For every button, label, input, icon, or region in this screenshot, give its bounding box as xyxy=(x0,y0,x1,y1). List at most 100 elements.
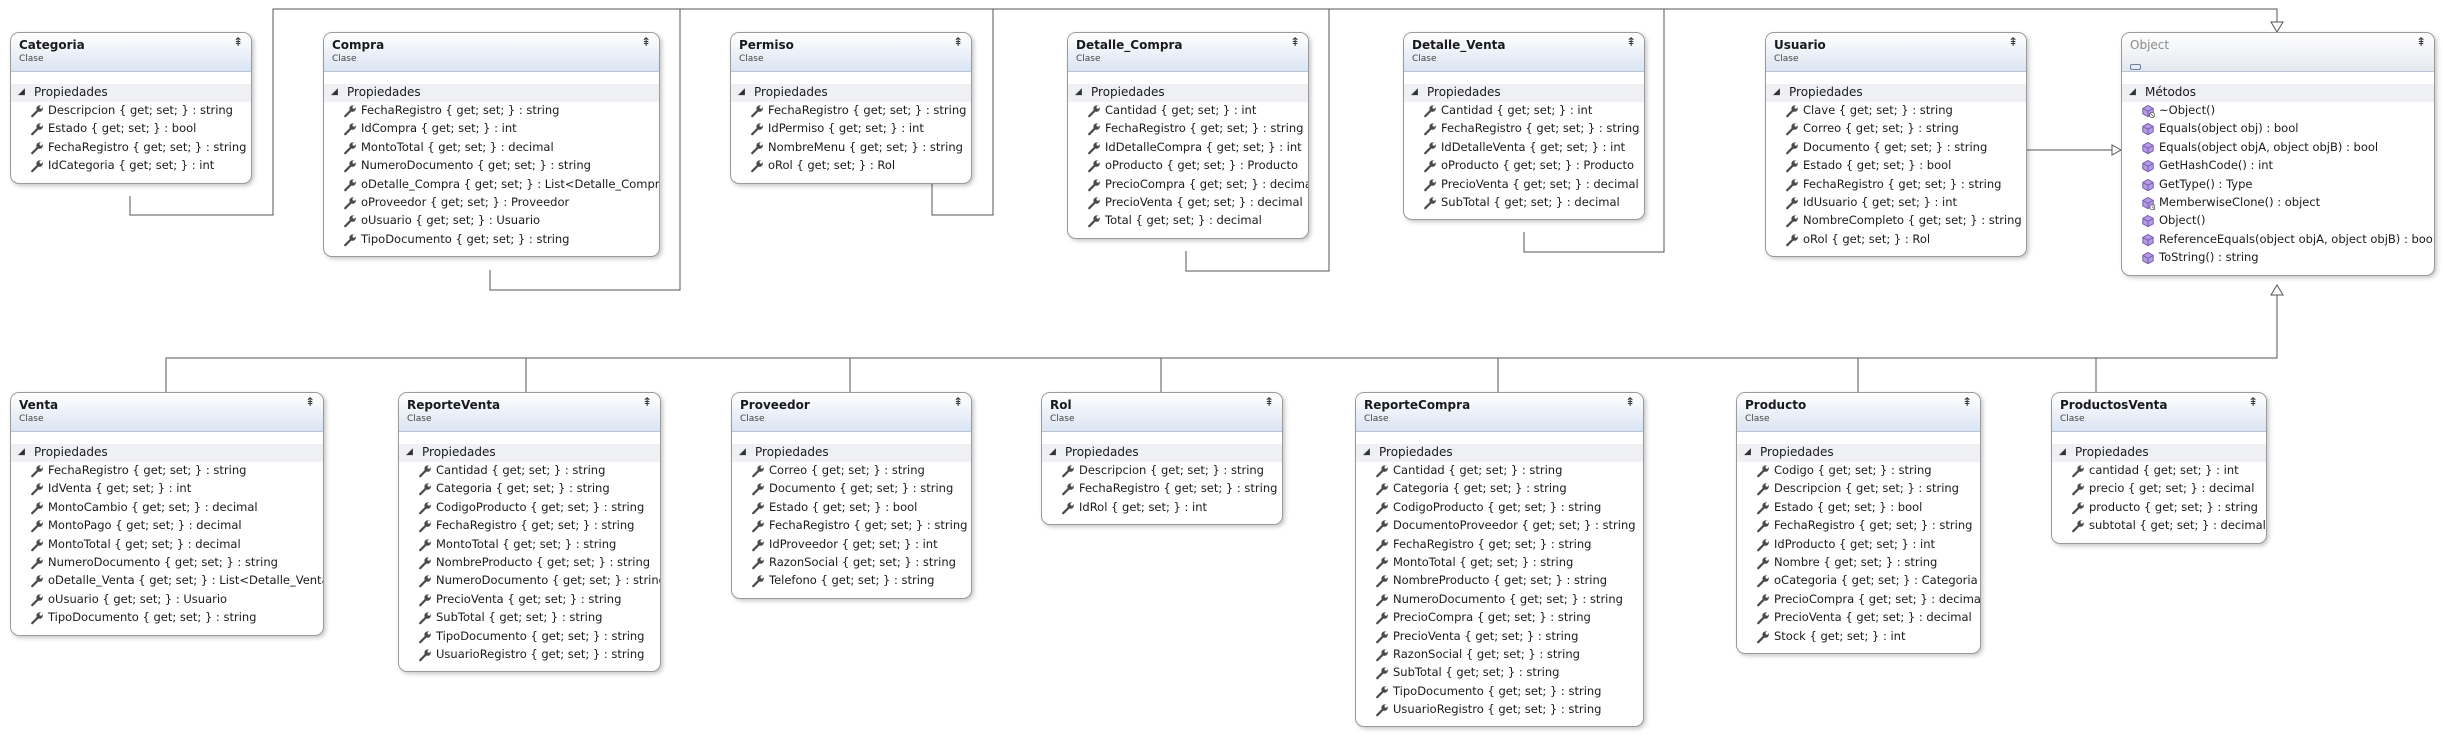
property-row[interactable]: Nombre { get; set; } : string xyxy=(1737,554,1980,572)
properties-section-header[interactable]: ◢Propiedades xyxy=(732,444,971,462)
property-row[interactable]: MontoTotal { get; set; } : string xyxy=(1356,554,1643,572)
section-toggle-icon[interactable]: ◢ xyxy=(2059,447,2066,457)
property-row[interactable]: UsuarioRegistro { get; set; } : string xyxy=(1356,701,1643,719)
property-row[interactable]: CodigoProducto { get; set; } : string xyxy=(399,499,660,517)
method-row[interactable]: Equals(object obj) : bool xyxy=(2122,120,2434,138)
property-row[interactable]: Estado { get; set; } : bool xyxy=(11,120,251,138)
section-toggle-icon[interactable]: ◢ xyxy=(1363,447,1370,457)
property-row[interactable]: IdCompra { get; set; } : int xyxy=(324,120,659,138)
collapse-toggle-icon[interactable]: ⇞ xyxy=(1961,395,1972,409)
property-row[interactable]: oProveedor { get; set; } : Proveedor xyxy=(324,194,659,212)
property-row[interactable]: IdProducto { get; set; } : int xyxy=(1737,536,1980,554)
property-row[interactable]: FechaRegistro { get; set; } : string xyxy=(732,517,971,535)
property-row[interactable]: NombreProducto { get; set; } : string xyxy=(399,554,660,572)
section-toggle-icon[interactable]: ◢ xyxy=(18,87,25,97)
properties-section-header[interactable]: ◢Propiedades xyxy=(1766,84,2026,102)
properties-section-header[interactable]: ◢Propiedades xyxy=(11,444,323,462)
property-row[interactable]: Cantidad { get; set; } : int xyxy=(1068,102,1308,120)
section-toggle-icon[interactable]: ◢ xyxy=(1773,87,1780,97)
section-toggle-icon[interactable]: ◢ xyxy=(1744,447,1751,457)
property-row[interactable]: PrecioVenta { get; set; } : decimal xyxy=(1068,194,1308,212)
collapse-toggle-icon[interactable]: ⇞ xyxy=(2247,395,2258,409)
property-row[interactable]: PrecioCompra { get; set; } : decimal xyxy=(1737,591,1980,609)
property-row[interactable]: oUsuario { get; set; } : Usuario xyxy=(324,212,659,230)
property-row[interactable]: MontoPago { get; set; } : decimal xyxy=(11,517,323,535)
property-row[interactable]: oCategoria { get; set; } : Categoria xyxy=(1737,572,1980,590)
property-row[interactable]: IdPermiso { get; set; } : int xyxy=(731,120,971,138)
property-row[interactable]: FechaRegistro { get; set; } : string xyxy=(1404,120,1644,138)
property-row[interactable]: precio { get; set; } : decimal xyxy=(2052,480,2266,498)
collapse-toggle-icon[interactable]: ⇞ xyxy=(1263,395,1274,409)
property-row[interactable]: Documento { get; set; } : string xyxy=(732,480,971,498)
property-row[interactable]: Cantidad { get; set; } : string xyxy=(1356,462,1643,480)
property-row[interactable]: TipoDocumento { get; set; } : string xyxy=(1356,683,1643,701)
section-toggle-icon[interactable]: ◢ xyxy=(739,447,746,457)
property-row[interactable]: oUsuario { get; set; } : Usuario xyxy=(11,591,323,609)
methods-section-header[interactable]: ◢Métodos xyxy=(2122,84,2434,102)
property-row[interactable]: UsuarioRegistro { get; set; } : string xyxy=(399,646,660,664)
property-row[interactable]: Estado { get; set; } : bool xyxy=(1766,157,2026,175)
property-row[interactable]: PrecioVenta { get; set; } : string xyxy=(399,591,660,609)
property-row[interactable]: Correo { get; set; } : string xyxy=(1766,120,2026,138)
property-row[interactable]: SubTotal { get; set; } : string xyxy=(399,609,660,627)
properties-section-header[interactable]: ◢Propiedades xyxy=(1042,444,1282,462)
method-row[interactable]: Object() xyxy=(2122,212,2434,230)
property-row[interactable]: PrecioCompra { get; set; } : decimal xyxy=(1068,176,1308,194)
collapse-toggle-icon[interactable]: ⇞ xyxy=(304,395,315,409)
properties-section-header[interactable]: ◢Propiedades xyxy=(1356,444,1643,462)
property-row[interactable]: FechaRegistro { get; set; } : string xyxy=(1356,536,1643,554)
property-row[interactable]: FechaRegistro { get; set; } : string xyxy=(11,139,251,157)
collapse-toggle-icon[interactable]: ⇞ xyxy=(2415,35,2426,49)
collapse-toggle-icon[interactable]: ⇞ xyxy=(232,35,243,49)
property-row[interactable]: FechaRegistro { get; set; } : string xyxy=(11,462,323,480)
collapse-toggle-icon[interactable]: ⇞ xyxy=(2007,35,2018,49)
property-row[interactable]: Correo { get; set; } : string xyxy=(732,462,971,480)
property-row[interactable]: Descripcion { get; set; } : string xyxy=(1042,462,1282,480)
property-row[interactable]: IdUsuario { get; set; } : int xyxy=(1766,194,2026,212)
properties-section-header[interactable]: ◢Propiedades xyxy=(399,444,660,462)
property-row[interactable]: Documento { get; set; } : string xyxy=(1766,139,2026,157)
property-row[interactable]: RazonSocial { get; set; } : string xyxy=(732,554,971,572)
section-toggle-icon[interactable]: ◢ xyxy=(738,87,745,97)
property-row[interactable]: NombreProducto { get; set; } : string xyxy=(1356,572,1643,590)
property-row[interactable]: PrecioVenta { get; set; } : string xyxy=(1356,628,1643,646)
property-row[interactable]: IdDetalleCompra { get; set; } : int xyxy=(1068,139,1308,157)
property-row[interactable]: TipoDocumento { get; set; } : string xyxy=(324,231,659,249)
property-row[interactable]: NombreCompleto { get; set; } : string xyxy=(1766,212,2026,230)
property-row[interactable]: PrecioVenta { get; set; } : decimal xyxy=(1737,609,1980,627)
section-toggle-icon[interactable]: ◢ xyxy=(2129,87,2136,97)
collapse-toggle-icon[interactable]: ⇞ xyxy=(1624,395,1635,409)
property-row[interactable]: IdVenta { get; set; } : int xyxy=(11,480,323,498)
property-row[interactable]: Categoria { get; set; } : string xyxy=(1356,480,1643,498)
property-row[interactable]: Categoria { get; set; } : string xyxy=(399,480,660,498)
properties-section-header[interactable]: ◢Propiedades xyxy=(11,84,251,102)
properties-section-header[interactable]: ◢Propiedades xyxy=(731,84,971,102)
properties-section-header[interactable]: ◢Propiedades xyxy=(324,84,659,102)
property-row[interactable]: PrecioVenta { get; set; } : decimal xyxy=(1404,176,1644,194)
property-row[interactable]: NumeroDocumento { get; set; } : string xyxy=(324,157,659,175)
property-row[interactable]: oDetalle_Venta { get; set; } : List<Deta… xyxy=(11,572,323,590)
property-row[interactable]: MontoTotal { get; set; } : decimal xyxy=(324,139,659,157)
collapse-toggle-icon[interactable]: ⇞ xyxy=(1625,35,1636,49)
property-row[interactable]: Clave { get; set; } : string xyxy=(1766,102,2026,120)
property-row[interactable]: subtotal { get; set; } : decimal xyxy=(2052,517,2266,535)
property-row[interactable]: Stock { get; set; } : int xyxy=(1737,628,1980,646)
property-row[interactable]: NumeroDocumento { get; set; } : string xyxy=(11,554,323,572)
property-row[interactable]: NumeroDocumento { get; set; } : string xyxy=(399,572,660,590)
properties-section-header[interactable]: ◢Propiedades xyxy=(2052,444,2266,462)
property-row[interactable]: PrecioCompra { get; set; } : string xyxy=(1356,609,1643,627)
property-row[interactable]: oDetalle_Compra { get; set; } : List<Det… xyxy=(324,176,659,194)
collapse-toggle-icon[interactable]: ⇞ xyxy=(1289,35,1300,49)
property-row[interactable]: Codigo { get; set; } : string xyxy=(1737,462,1980,480)
method-row[interactable]: ToString() : string xyxy=(2122,249,2434,267)
method-row[interactable]: Equals(object objA, object objB) : bool xyxy=(2122,139,2434,157)
property-row[interactable]: Telefono { get; set; } : string xyxy=(732,572,971,590)
method-row[interactable]: GetType() : Type xyxy=(2122,176,2434,194)
property-row[interactable]: FechaRegistro { get; set; } : string xyxy=(1068,120,1308,138)
property-row[interactable]: oRol { get; set; } : Rol xyxy=(1766,231,2026,249)
properties-section-header[interactable]: ◢Propiedades xyxy=(1068,84,1308,102)
property-row[interactable]: cantidad { get; set; } : int xyxy=(2052,462,2266,480)
section-toggle-icon[interactable]: ◢ xyxy=(1411,87,1418,97)
collapse-toggle-icon[interactable]: ⇞ xyxy=(641,395,652,409)
property-row[interactable]: DocumentoProveedor { get; set; } : strin… xyxy=(1356,517,1643,535)
